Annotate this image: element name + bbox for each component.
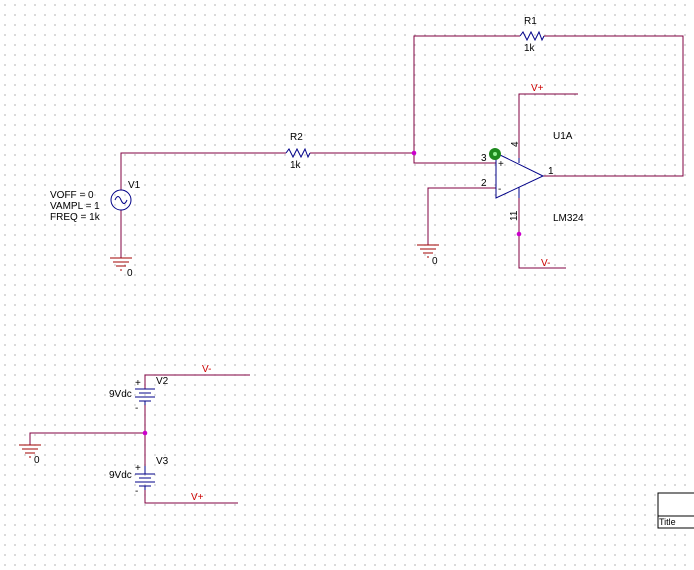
ground-supply[interactable]: 0 xyxy=(19,444,41,466)
v3-plus: + xyxy=(135,463,141,474)
junction-vneg xyxy=(516,231,522,237)
v1-ref: V1 xyxy=(128,180,141,191)
pin-2-label: 2 xyxy=(481,178,487,189)
wire-v3-vpos[interactable] xyxy=(144,490,238,504)
ground-v1[interactable]: 0 xyxy=(110,257,133,279)
pin-1-label: 1 xyxy=(548,166,554,177)
net-label-vpos-top[interactable]: V+ xyxy=(531,83,544,94)
resistor-r1[interactable]: R1 1k xyxy=(519,16,545,54)
wire-mid-ground[interactable] xyxy=(29,432,145,445)
wire-pin2-ground[interactable] xyxy=(427,187,496,245)
resistor-r2-symbol xyxy=(285,147,311,159)
wire-vpos-top[interactable] xyxy=(518,93,578,158)
v1-param-vampl: VAMPL = 1 xyxy=(50,201,100,212)
v1-circle xyxy=(110,189,132,211)
ground-label: 0 xyxy=(127,268,133,279)
net-label-vneg-bottom[interactable]: V- xyxy=(541,258,550,269)
source-v2[interactable]: + - V2 9Vdc xyxy=(109,376,169,414)
wires xyxy=(29,35,684,504)
r2-ref: R2 xyxy=(290,132,303,143)
net-label-vneg-supply[interactable]: V- xyxy=(202,364,211,375)
wire-r1-output[interactable] xyxy=(543,35,684,177)
u1-ref: U1A xyxy=(553,131,573,142)
v1-param-voff: VOFF = 0 xyxy=(50,190,94,201)
ground-opamp[interactable]: 0 xyxy=(417,244,439,267)
r2-value: 1k xyxy=(290,160,302,171)
opamp-minus: - xyxy=(498,184,501,195)
v2-plus: + xyxy=(135,378,141,389)
r1-ref: R1 xyxy=(524,16,537,27)
title-block-label: Title xyxy=(659,517,676,527)
wire-v2-vneg[interactable] xyxy=(144,374,250,389)
pin-11-label: 11 xyxy=(509,210,520,221)
v2-ref: V2 xyxy=(156,376,169,387)
wire-node-pin3[interactable] xyxy=(413,153,496,164)
pin-4-label: 4 xyxy=(510,141,521,147)
ground-label: 0 xyxy=(432,256,438,267)
ground-label: 0 xyxy=(34,455,40,466)
opamp-u1a[interactable]: + - 3 2 1 4 11 U1A LM324 xyxy=(481,131,584,224)
v3-ref: V3 xyxy=(156,456,169,467)
v3-minus: - xyxy=(135,486,138,497)
pin-3-label: 3 xyxy=(481,153,487,164)
v3-value: 9Vdc xyxy=(109,470,132,481)
resistor-r2[interactable]: R2 1k xyxy=(285,132,311,171)
title-block-frame xyxy=(657,492,694,529)
wire-node-r1[interactable] xyxy=(413,35,520,163)
v2-value: 9Vdc xyxy=(109,389,132,400)
resistor-r1-symbol xyxy=(519,30,545,42)
v2-minus: - xyxy=(135,403,138,414)
source-v1[interactable]: V1 VOFF = 0 VAMPL = 1 FREQ = 1k xyxy=(50,180,141,223)
sine-icon xyxy=(114,196,128,204)
title-block[interactable]: Title xyxy=(657,492,694,529)
u1-part: LM324 xyxy=(553,213,584,224)
net-label-vpos-supply[interactable]: V+ xyxy=(191,492,204,503)
source-v3[interactable]: + - V3 9Vdc xyxy=(109,456,169,497)
junction-node xyxy=(411,150,417,156)
junction-supply-mid xyxy=(142,430,148,436)
v1-param-freq: FREQ = 1k xyxy=(50,212,101,223)
wire-vneg-bottom[interactable] xyxy=(518,198,566,269)
r1-value: 1k xyxy=(524,43,536,54)
wire-v1-r2[interactable] xyxy=(120,152,286,190)
opamp-plus: + xyxy=(498,159,504,170)
